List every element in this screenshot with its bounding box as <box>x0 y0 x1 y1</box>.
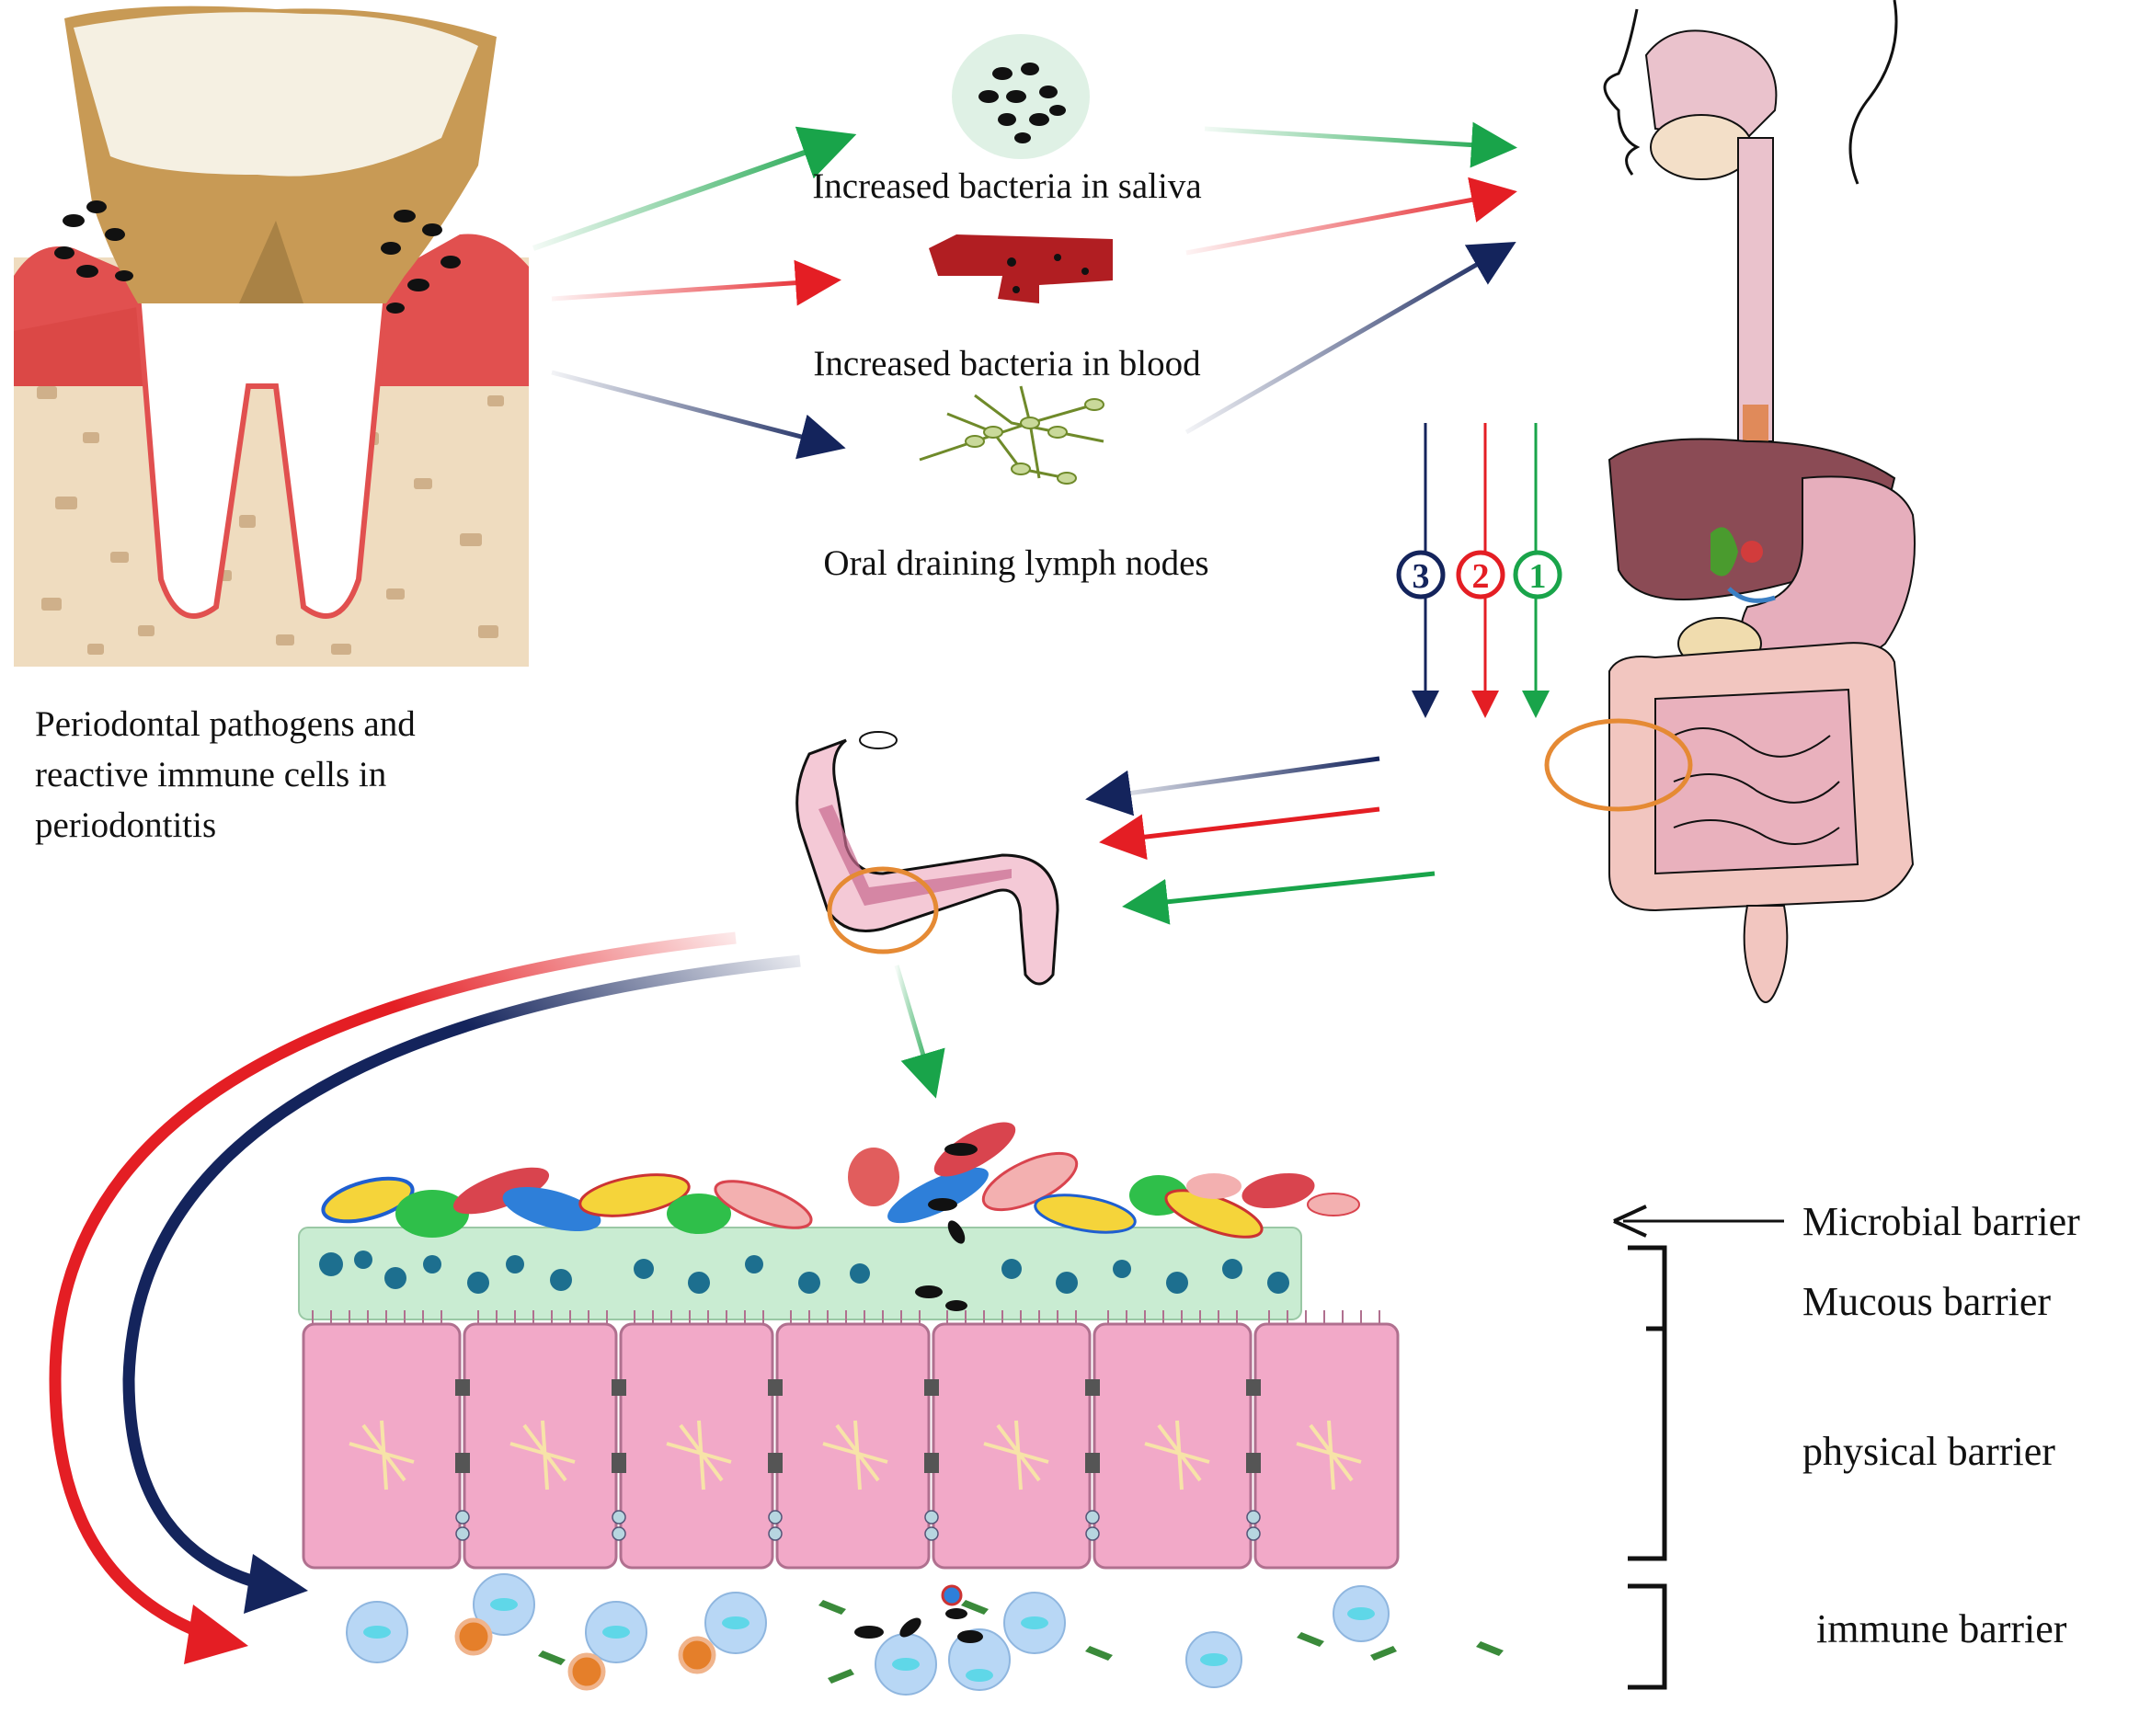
lymph-nodes-icon <box>919 385 1104 485</box>
lymph-arrow <box>551 370 846 460</box>
gut-to-barrier-arrow <box>894 965 945 1099</box>
saliva-to-mouth-arrow <box>1204 121 1517 168</box>
lymph-route-curved-arrow <box>122 954 801 1593</box>
blood-route-curved-arrowhead <box>184 1605 248 1664</box>
route-3-number: 3 <box>1413 557 1430 596</box>
saliva-label: Increased bacteria in saliva <box>812 166 1201 206</box>
blood-to-body-arrow <box>1185 177 1517 256</box>
mucous-bracket <box>1628 1245 1667 1331</box>
microbial-barrier-arrowhead <box>1613 1205 1647 1238</box>
blood-vessel-icon <box>929 234 1113 303</box>
caption-line-2: reactive immune cells in <box>35 755 386 794</box>
lymph-to-body-arrow <box>1184 242 1516 435</box>
blood-arrow <box>551 259 841 306</box>
mucous-barrier-label: Mucous barrier <box>1802 1279 2051 1324</box>
digestive-system-illustration <box>1544 0 1916 1003</box>
blood-label: Increased bacteria in blood <box>813 344 1201 383</box>
route-2-badge: 2 <box>1456 550 1505 600</box>
blood-route-curved-arrow <box>49 931 737 1643</box>
route-2-to-gut-arrow <box>1099 806 1380 861</box>
route-3-badge: 3 <box>1396 550 1446 600</box>
caption-line-1: Periodontal pathogens and <box>35 704 416 744</box>
route-1-badge: 1 <box>1513 550 1562 600</box>
physical-barrier-label: physical barrier <box>1802 1429 2055 1474</box>
route-2-number: 2 <box>1472 557 1490 596</box>
intestine-segment-illustration <box>795 731 1059 986</box>
immune-bracket <box>1628 1583 1667 1690</box>
intestinal-barrier-illustration <box>298 1122 1504 1696</box>
route-3-to-gut-arrow <box>1085 756 1380 817</box>
lymph-route-curved-arrowhead <box>244 1554 308 1614</box>
saliva-arrow <box>532 126 857 251</box>
tooth-illustration <box>14 6 529 667</box>
caption-line-3: periodontitis <box>35 805 216 845</box>
route-1-number: 1 <box>1529 557 1547 596</box>
immune-barrier-label: immune barrier <box>1816 1606 2067 1651</box>
route-1-to-gut-arrow <box>1122 871 1436 925</box>
lymph-label: Oral draining lymph nodes <box>823 543 1208 583</box>
physical-bracket <box>1628 1326 1667 1561</box>
microbial-barrier-label: Microbial barrier <box>1802 1199 2080 1244</box>
saliva-icon <box>952 34 1090 159</box>
